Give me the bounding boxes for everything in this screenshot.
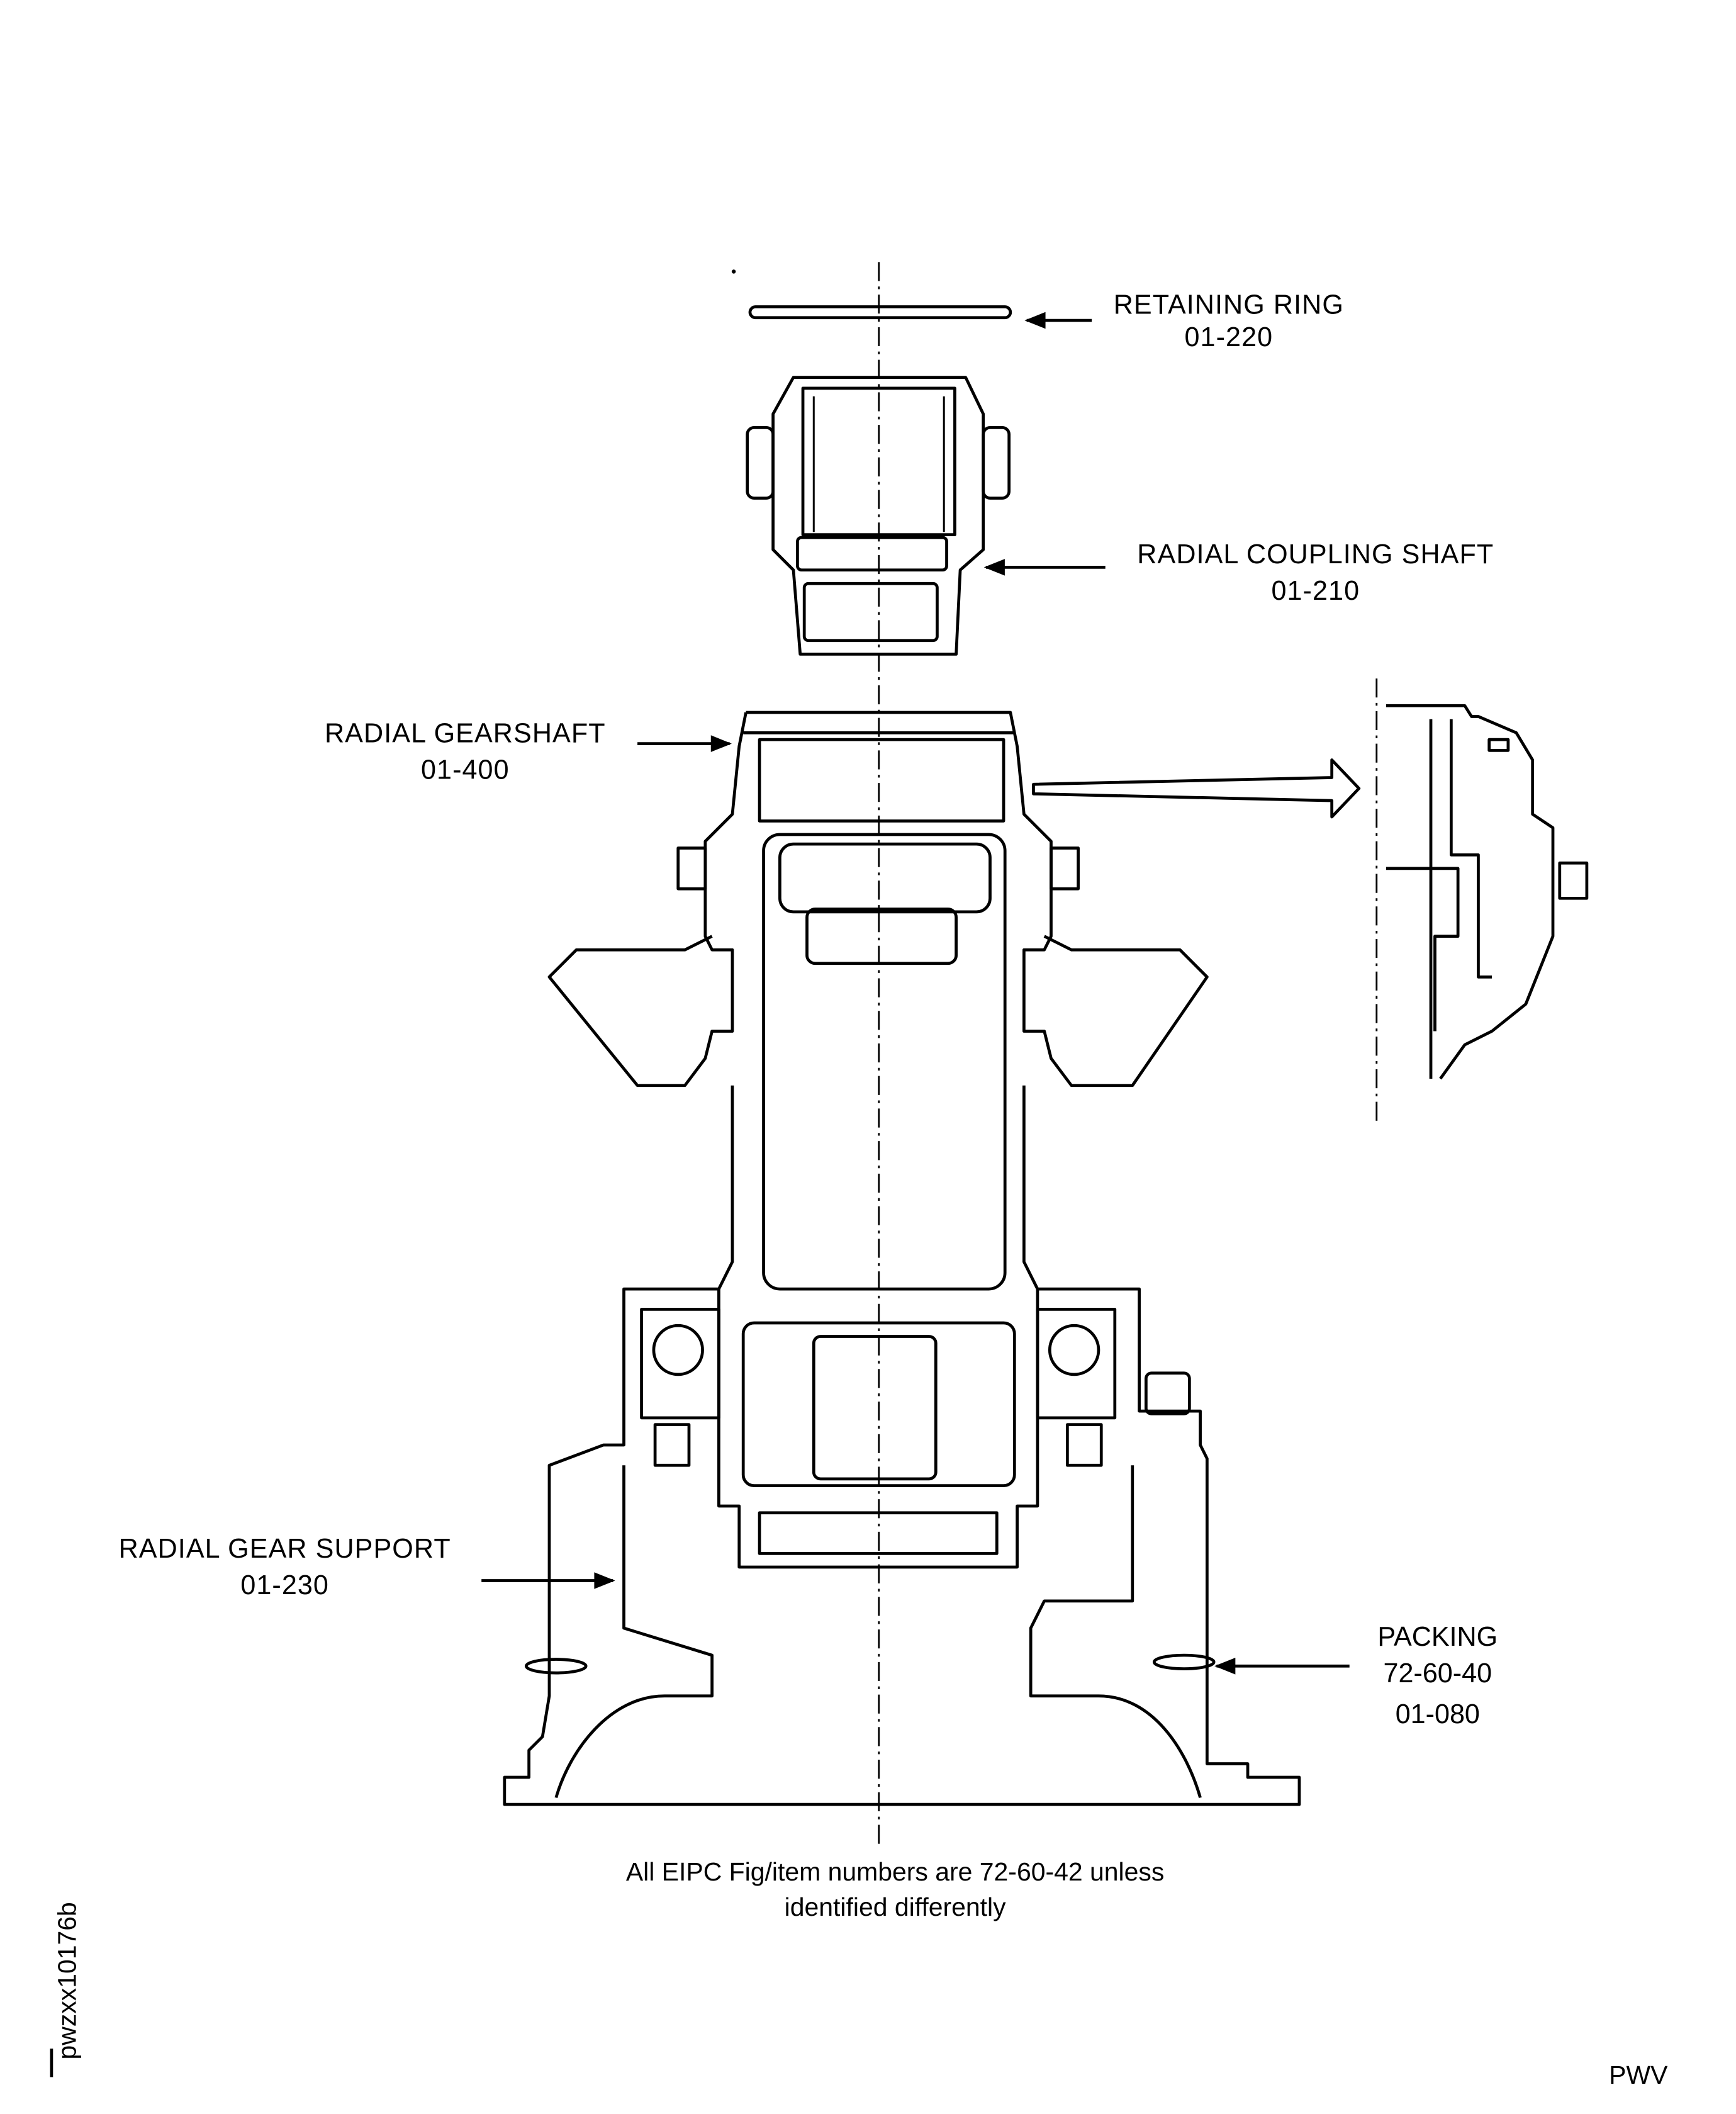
footnote-line2: identified differently (785, 1892, 1007, 1921)
radial-gear-support-label: RADIAL GEAR SUPPORT (119, 1534, 451, 1564)
packing-number: 01-080 (1396, 1699, 1480, 1729)
retaining-ring-part (748, 305, 1092, 329)
packing-label: PACKING (1377, 1622, 1498, 1652)
radial-coupling-shaft-part (746, 376, 1106, 656)
corner-code: PWV (1609, 2061, 1668, 2089)
figure-id-text: pwzxx10176b (53, 1902, 82, 2059)
retaining-ring-label: RETAINING RING (1114, 290, 1344, 320)
radial-gearshaft-label: RADIAL GEARSHAFT (325, 718, 606, 748)
figure-id: pwzxx10176b (50, 1902, 82, 2077)
radial-gearshaft-part (547, 711, 1209, 1291)
detail-view (1375, 678, 1589, 1127)
packing-fig: 72-60-40 (1384, 1658, 1492, 1689)
radial-gearshaft-number: 01-400 (421, 755, 510, 785)
radial-coupling-shaft-number: 01-210 (1271, 576, 1360, 606)
radial-gear-support-number: 01-230 (240, 1570, 329, 1600)
radial-coupling-shaft-label: RADIAL COUPLING SHAFT (1137, 539, 1494, 570)
detail-view-arrow (1032, 758, 1361, 819)
retaining-ring-number: 01-220 (1185, 322, 1274, 352)
footnote-line1: All EIPC Fig/item numbers are 72-60-42 u… (626, 1857, 1165, 1886)
radial-gear-support-part (481, 1287, 1350, 1806)
